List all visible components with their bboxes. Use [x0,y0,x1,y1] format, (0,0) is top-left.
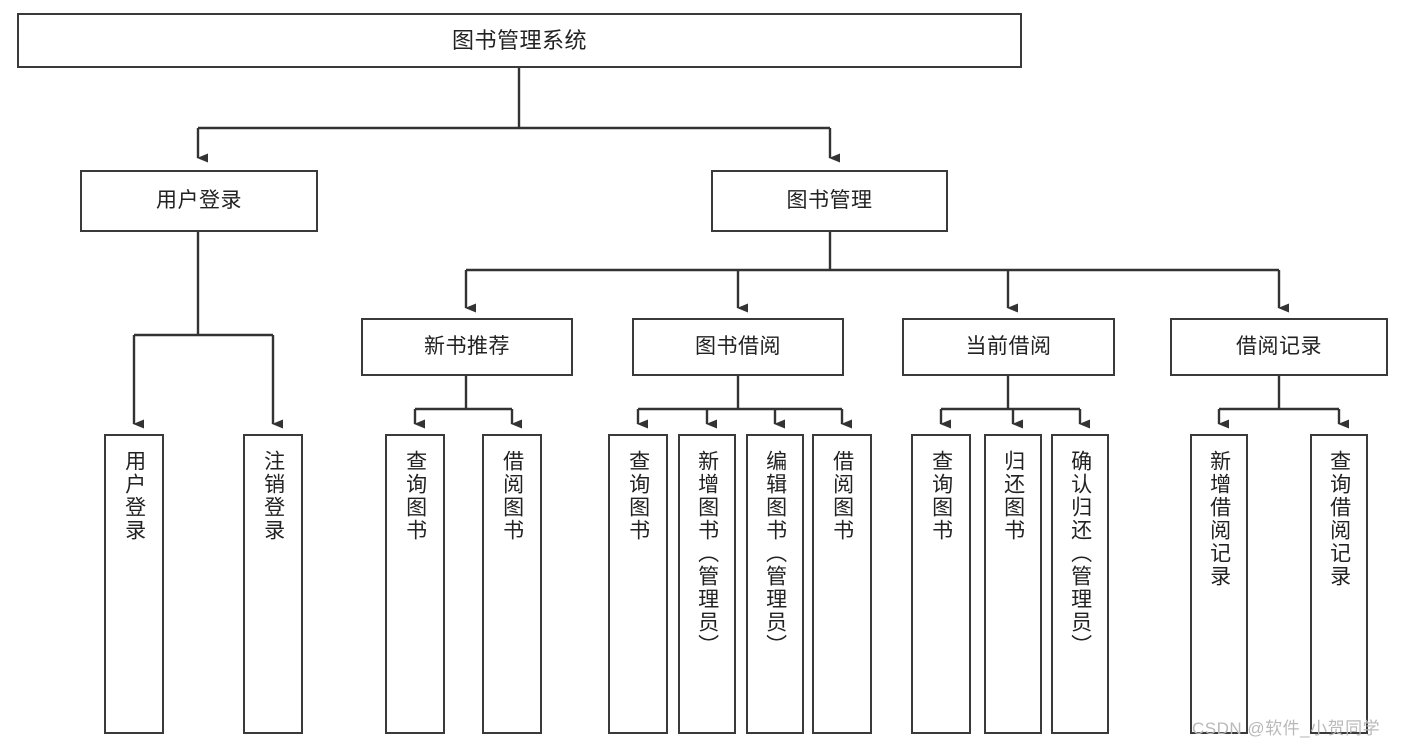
node-leaf-add-borrow-record-label: 新增借阅记录 [1207,450,1231,588]
node-current-borrow[interactable]: 当前借阅 [902,318,1115,376]
node-leaf-add-borrow-record[interactable]: 新增借阅记录 [1190,434,1248,734]
node-leaf-query-book-1[interactable]: 查询图书 [385,434,445,734]
node-leaf-confirm-return-admin-label: 确认归还（管理员） [1068,450,1092,657]
node-leaf-query-book-3[interactable]: 查询图书 [911,434,971,734]
node-leaf-borrow-book-2[interactable]: 借阅图书 [812,434,872,734]
node-book-borrow-label: 图书借阅 [695,334,781,358]
node-borrow-record[interactable]: 借阅记录 [1170,318,1388,376]
node-root-label: 图书管理系统 [451,27,587,53]
node-new-book-recommend-label: 新书推荐 [424,334,510,358]
node-current-borrow-label: 当前借阅 [965,334,1052,358]
watermark-credit: CSDN @软件_小贺同学 [1192,719,1381,738]
node-leaf-return-book-label: 归还图书 [1001,450,1025,542]
node-root[interactable]: 图书管理系统 [17,13,1022,68]
node-borrow-record-label: 借阅记录 [1236,334,1322,358]
node-leaf-add-book-admin-label: 新增图书（管理员） [695,450,719,657]
node-leaf-return-book[interactable]: 归还图书 [984,434,1042,734]
node-new-book-recommend[interactable]: 新书推荐 [361,318,573,376]
node-user-login-label: 用户登录 [156,188,242,212]
node-book-borrow[interactable]: 图书借阅 [632,318,844,376]
node-leaf-logout-login[interactable]: 注销登录 [243,434,303,734]
node-leaf-logout-login-label: 注销登录 [261,450,285,542]
node-leaf-edit-book-admin[interactable]: 编辑图书（管理员） [746,434,804,734]
node-leaf-query-borrow-record[interactable]: 查询借阅记录 [1310,434,1368,734]
node-leaf-add-book-admin[interactable]: 新增图书（管理员） [678,434,736,734]
node-leaf-query-book-1-label: 查询图书 [403,450,427,542]
node-leaf-user-login[interactable]: 用户登录 [104,434,164,734]
node-leaf-borrow-book-1-label: 借阅图书 [500,450,524,542]
node-leaf-query-borrow-record-label: 查询借阅记录 [1327,450,1351,588]
node-book-management[interactable]: 图书管理 [711,170,948,232]
node-leaf-edit-book-admin-label: 编辑图书（管理员） [763,450,787,657]
node-leaf-query-book-2-label: 查询图书 [626,450,650,542]
node-leaf-confirm-return-admin[interactable]: 确认归还（管理员） [1051,434,1109,734]
node-leaf-borrow-book-2-label: 借阅图书 [830,450,854,542]
node-user-login[interactable]: 用户登录 [80,170,318,232]
node-book-management-label: 图书管理 [786,188,873,212]
node-leaf-query-book-2[interactable]: 查询图书 [608,434,668,734]
node-leaf-query-book-3-label: 查询图书 [929,450,953,542]
node-leaf-borrow-book-1[interactable]: 借阅图书 [482,434,542,734]
node-leaf-user-login-label: 用户登录 [122,450,146,542]
